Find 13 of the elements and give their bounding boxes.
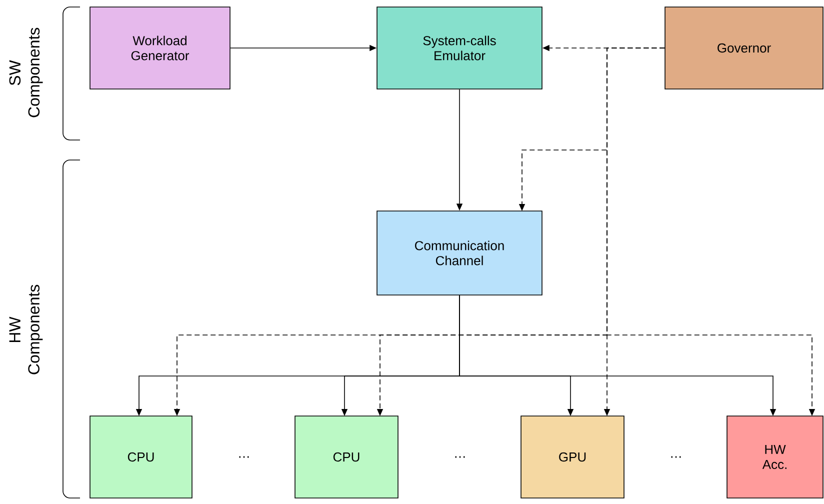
ellipsis: … (671, 456, 681, 458)
process-box: Workload Generator (90, 6, 230, 90)
process-box: Governor (664, 6, 824, 90)
process-box: GPU (520, 416, 624, 498)
section-label: SW Components (9, 28, 43, 118)
process-box: Communication Channel (376, 210, 542, 296)
process-box: CPU (294, 416, 398, 498)
process-box: HW Acc. (726, 416, 824, 498)
ellipsis: … (239, 456, 249, 458)
section-label: HW Components (9, 284, 43, 374)
process-box: System-calls Emulator (376, 6, 542, 90)
ellipsis: … (455, 456, 465, 458)
process-box: CPU (90, 416, 192, 498)
